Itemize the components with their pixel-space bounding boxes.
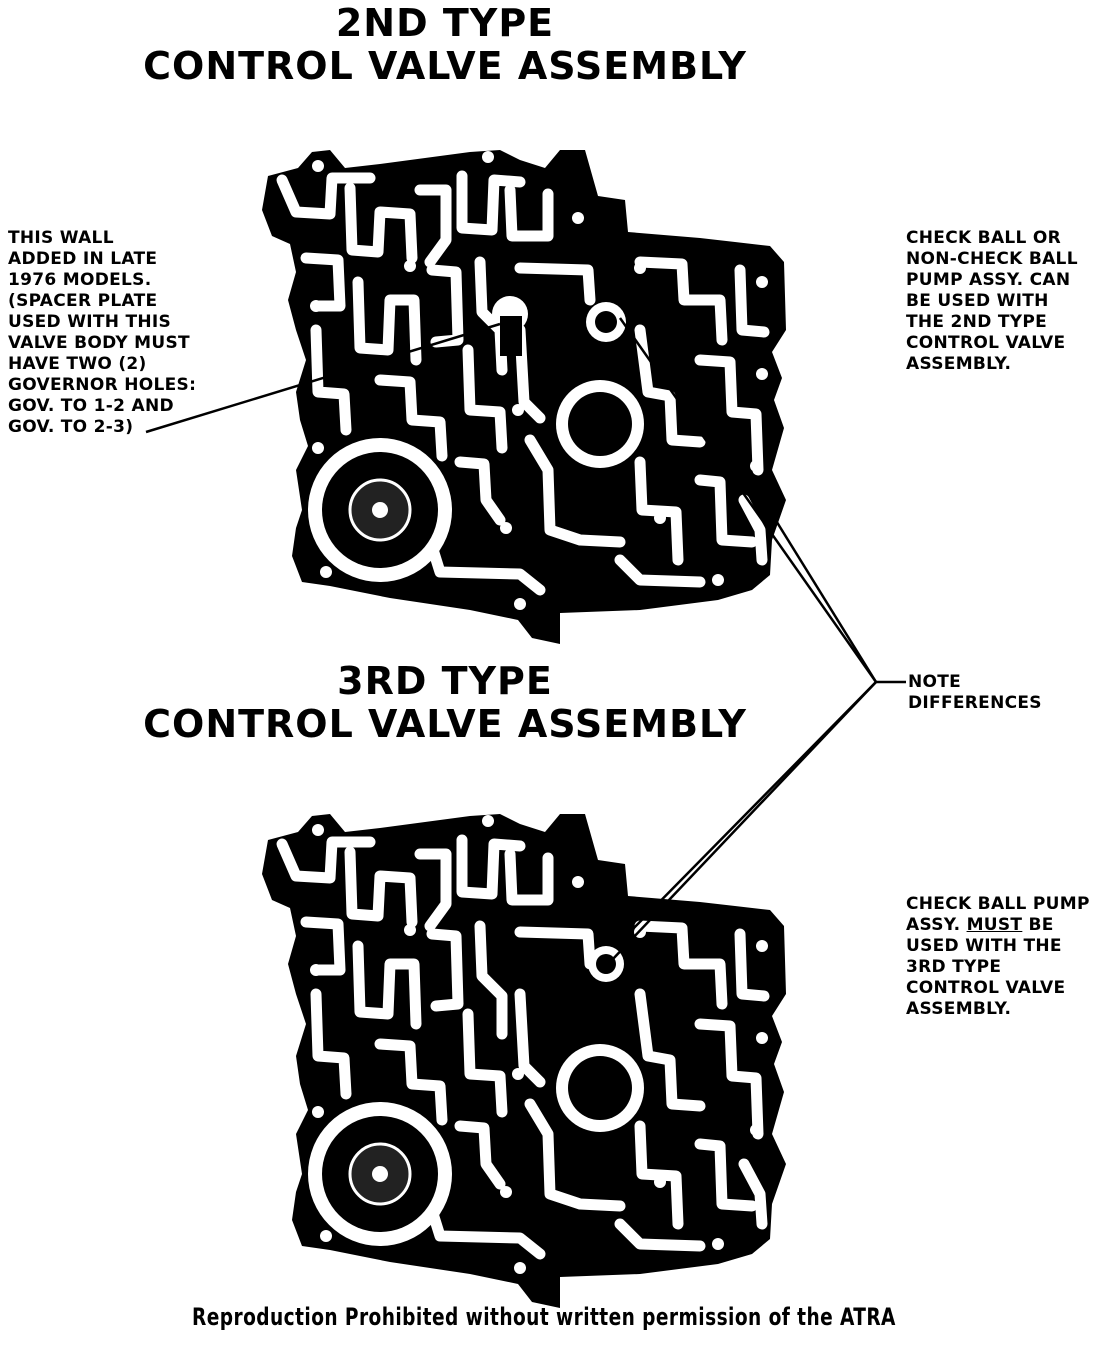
- callout-wall-note-line: ADDED IN LATE: [8, 249, 158, 269]
- callout-check-ball-or-non-line: BE USED WITH: [906, 291, 1049, 311]
- callout-note-differences-line: NOTE: [908, 672, 962, 692]
- callout-wall-note-line: GOVERNOR HOLES:: [8, 375, 197, 395]
- callout-check-ball-must-line: 3RD TYPE: [906, 957, 1002, 977]
- callout-wall-note-line: HAVE TWO (2): [8, 354, 147, 374]
- callout-wall-note-line: THIS WALL: [8, 228, 114, 248]
- leader-lines: [145, 255, 906, 961]
- valve-body-3rd-type: [262, 814, 786, 1308]
- callout-text: BE: [1022, 915, 1054, 935]
- title-3rd-type-line1: 3RD TYPE: [337, 659, 553, 703]
- footer-copyright: Reproduction Prohibited without written …: [192, 1303, 896, 1331]
- leader-note-differences-4: [611, 681, 877, 961]
- callout-wall-note-line: GOV. TO 1-2 AND: [8, 396, 174, 416]
- callout-check-ball-must-line: ASSY. MUST BE: [906, 915, 1090, 936]
- title-3rd-type: 3RD TYPE CONTROL VALVE ASSEMBLY: [130, 660, 760, 746]
- callout-check-ball-must-line: CHECK BALL PUMP: [906, 894, 1090, 914]
- title-2nd-type-line1: 2ND TYPE: [335, 1, 555, 45]
- callout-wall-note-line: GOV. TO 2-3): [8, 417, 134, 437]
- leader-note-differences-2: [618, 317, 878, 683]
- callout-note-differences-line: DIFFERENCES: [908, 693, 1042, 713]
- title-3rd-type-line2: CONTROL VALVE ASSEMBLY: [143, 702, 747, 746]
- callout-check-ball-or-non-line: NON-CHECK BALL: [906, 249, 1078, 269]
- callout-check-ball-or-non-line: PUMP ASSY. CAN: [906, 270, 1071, 290]
- callout-wall-note-line: USED WITH THIS: [8, 312, 172, 332]
- callout-check-ball-or-non-line: CHECK BALL OR: [906, 228, 1062, 248]
- callout-text: ASSY.: [906, 915, 967, 935]
- callout-wall-note: THIS WALL ADDED IN LATE 1976 MODELS. (SP…: [8, 228, 196, 438]
- title-2nd-type-line2: CONTROL VALVE ASSEMBLY: [143, 44, 747, 88]
- callout-emphasis-must: MUST: [966, 915, 1023, 935]
- valve-body-2nd-type: [262, 150, 786, 644]
- callout-note-differences: NOTE DIFFERENCES: [908, 672, 1042, 714]
- callout-check-ball-must: CHECK BALL PUMP ASSY. MUST BE USED WITH …: [906, 894, 1090, 1020]
- callout-check-ball-must-line: USED WITH THE: [906, 936, 1062, 956]
- callout-wall-note-line: (SPACER PLATE: [8, 291, 158, 311]
- callout-check-ball-or-non-line: CONTROL VALVE: [906, 333, 1066, 353]
- callout-wall-note-line: VALVE BODY MUST: [8, 333, 190, 353]
- leader-note-differences-1: [610, 255, 878, 683]
- callout-check-ball-or-non-line: THE 2ND TYPE: [906, 312, 1048, 332]
- title-2nd-type: 2ND TYPE CONTROL VALVE ASSEMBLY: [130, 2, 760, 88]
- callout-check-ball-must-line: CONTROL VALVE: [906, 978, 1066, 998]
- leader-wall-note: [145, 322, 501, 434]
- callout-check-ball-or-non-line: ASSEMBLY.: [906, 354, 1012, 374]
- callout-wall-note-line: 1976 MODELS.: [8, 270, 152, 290]
- callout-check-ball-or-non: CHECK BALL OR NON-CHECK BALL PUMP ASSY. …: [906, 228, 1078, 375]
- callout-check-ball-must-line: ASSEMBLY.: [906, 999, 1012, 1019]
